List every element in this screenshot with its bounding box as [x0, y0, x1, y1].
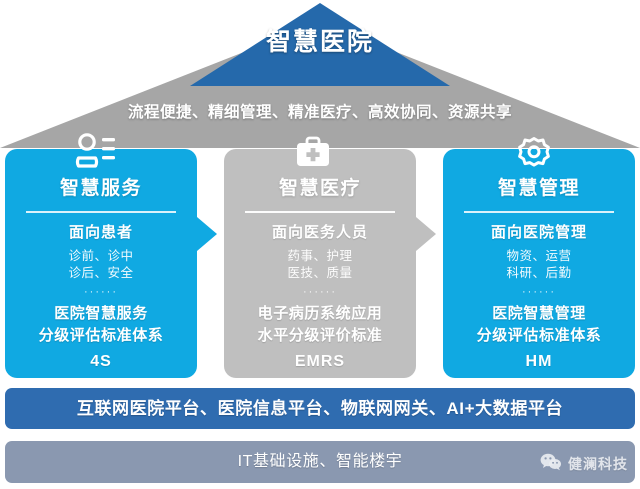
pillar-detail-line: 诊后、安全 — [68, 266, 134, 280]
pillar-target: 面向医院管理 — [490, 224, 587, 241]
pillar-standard-line: 水平分级评价标准 — [257, 327, 383, 344]
pillar-detail-line: 医技、质量 — [287, 266, 353, 280]
divider — [26, 211, 176, 213]
watermark: 健澜科技 — [540, 452, 628, 476]
pillar-ellipsis: ······ — [303, 286, 337, 298]
watermark-label: 健澜科技 — [568, 456, 628, 472]
roof-blue-triangle — [190, 3, 450, 86]
pillar-detail-line: 物资、运营 — [506, 249, 572, 263]
pillar-standard-line: 医院智慧管理 — [492, 305, 586, 322]
pillar-standard-line: 电子病历系统应用 — [257, 305, 383, 322]
infrastructure-layer-bar[interactable]: IT基础设施、智能楼宇 — [5, 441, 635, 483]
pillar-target: 面向医务人员 — [271, 224, 368, 241]
pillar-code: 4S — [90, 353, 112, 370]
wechat-icon — [540, 453, 562, 476]
platform-layer-bar[interactable]: 互联网医院平台、医院信息平台、物联网网关、AI+大数据平台 — [5, 388, 635, 429]
flow-arrow-right-icon — [416, 217, 436, 251]
pillar-code: HM — [525, 353, 553, 370]
roof-subtitle: 流程便捷、精细管理、精准医疗、高效协同、资源共享 — [127, 104, 512, 121]
pillar-card-smart-medical[interactable]: 智慧医疗 面向医务人员 药事、护理 医技、质量 ······ 电子病历系统应用 … — [224, 149, 416, 378]
flow-arrow-right-icon — [197, 217, 217, 251]
pillar-detail-line: 科研、后勤 — [506, 266, 572, 280]
pillar-standard-line: 分级评估标准体系 — [476, 327, 602, 344]
page-title: 智慧医院 — [265, 28, 374, 56]
pillar-standard-line: 分级评估标准体系 — [38, 327, 164, 344]
divider — [464, 211, 614, 213]
pillar-ellipsis: ······ — [84, 286, 118, 298]
roof-shapes — [0, 3, 640, 148]
divider — [245, 211, 395, 213]
pillar-title: 智慧服务 — [59, 178, 142, 199]
roof-section: 智慧医院 流程便捷、精细管理、精准医疗、高效协同、资源共享 — [0, 0, 640, 150]
pillar-target: 面向患者 — [68, 224, 133, 241]
pillar-title: 智慧医疗 — [278, 178, 361, 199]
pillar-card-smart-service[interactable]: 智慧服务 面向患者 诊前、诊中 诊后、安全 ······ 医院智慧服务 分级评估… — [5, 149, 197, 378]
pillar-code: EMRS — [294, 353, 346, 370]
pillar-standard-line: 医院智慧服务 — [54, 305, 148, 322]
pillar-cards: 智慧服务 面向患者 诊前、诊中 诊后、安全 ······ 医院智慧服务 分级评估… — [0, 149, 640, 379]
pillar-ellipsis: ······ — [522, 286, 556, 298]
pillar-card-smart-management[interactable]: 智慧管理 面向医院管理 物资、运营 科研、后勤 ······ 医院智慧管理 分级… — [443, 149, 635, 378]
pillar-detail-line: 药事、护理 — [287, 249, 353, 263]
pillar-detail-line: 诊前、诊中 — [68, 249, 134, 263]
pillar-title: 智慧管理 — [497, 178, 580, 199]
